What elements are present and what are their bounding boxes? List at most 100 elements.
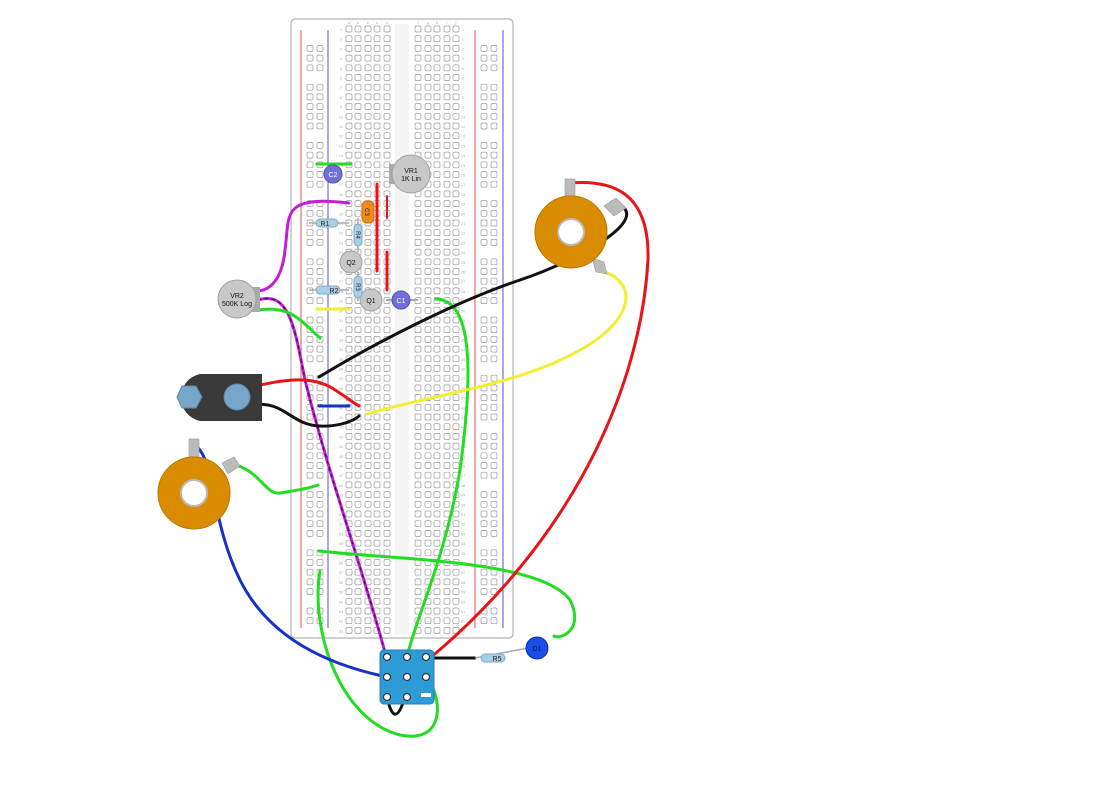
breadboard-hole — [383, 74, 391, 81]
row-number: 6 — [340, 76, 343, 81]
breadboard-hole — [383, 239, 391, 246]
breadboard-hole — [480, 578, 488, 586]
breadboard-hole — [480, 64, 488, 72]
breadboard-hole — [316, 355, 324, 363]
row-number: 24 — [339, 250, 344, 255]
breadboard-hole — [480, 559, 488, 566]
breadboard-hole — [443, 452, 451, 460]
breadboard-hole — [490, 180, 498, 188]
row-number: 34 — [339, 347, 344, 352]
breadboard-hole — [345, 142, 353, 149]
row-number: 30 — [339, 308, 344, 313]
row-number: 40 — [339, 405, 344, 410]
breadboard-hole — [414, 384, 422, 392]
breadboard-hole — [424, 462, 432, 469]
resistor-r5: R5 — [474, 647, 529, 663]
breadboard-hole — [364, 568, 372, 576]
row-number: 51 — [339, 512, 344, 517]
row-number: 5 — [462, 66, 465, 71]
breadboard-hole — [490, 171, 498, 178]
row-number: 13 — [339, 143, 344, 148]
breadboard-hole — [345, 462, 353, 469]
footswitch — [379, 649, 435, 705]
breadboard-hole — [345, 103, 353, 110]
breadboard-hole — [306, 578, 314, 586]
row-number: 57 — [339, 570, 344, 575]
breadboard-hole — [306, 617, 314, 625]
breadboard-hole — [433, 64, 441, 72]
breadboard-hole — [480, 268, 488, 275]
breadboard-hole — [433, 287, 441, 295]
breadboard-hole — [414, 549, 422, 557]
breadboard-hole — [414, 209, 422, 217]
breadboard-hole — [316, 54, 324, 62]
breadboard-hole — [424, 239, 432, 246]
breadboard-hole — [414, 306, 422, 314]
breadboard-hole — [433, 239, 441, 246]
breadboard-hole — [345, 83, 353, 91]
breadboard-hole — [306, 345, 314, 353]
led-d1: D1 — [525, 636, 549, 660]
breadboard-hole — [452, 151, 460, 159]
breadboard-hole — [364, 248, 372, 256]
breadboard-hole — [424, 219, 432, 227]
breadboard-hole — [373, 122, 381, 130]
breadboard-hole — [424, 209, 432, 217]
row-number: 23 — [461, 240, 466, 245]
breadboard-hole — [373, 471, 381, 479]
breadboard-hole — [316, 122, 324, 130]
breadboard-hole — [490, 239, 498, 246]
breadboard-hole — [373, 326, 381, 334]
breadboard-hole — [480, 345, 488, 353]
row-number: 60 — [339, 599, 344, 604]
breadboard-hole — [414, 83, 422, 91]
breadboard-hole — [480, 171, 488, 178]
breadboard-hole — [316, 491, 324, 498]
breadboard-hole — [452, 35, 460, 43]
breadboard-hole — [373, 161, 381, 169]
breadboard-hole — [452, 336, 460, 343]
breadboard-hole — [345, 500, 353, 508]
row-number: 26 — [461, 270, 466, 275]
breadboard-hole — [424, 442, 432, 450]
breadboard-hole — [306, 268, 314, 275]
breadboard-hole — [383, 539, 391, 547]
breadboard-hole — [306, 452, 314, 460]
breadboard-hole — [354, 316, 362, 324]
breadboard-hole — [433, 161, 441, 169]
breadboard-hole — [480, 452, 488, 460]
breadboard-hole — [490, 64, 498, 72]
breadboard-hole — [433, 180, 441, 188]
breadboard-hole — [306, 103, 314, 110]
row-number: 37 — [339, 376, 344, 381]
breadboard-hole — [490, 229, 498, 237]
breadboard-hole — [424, 345, 432, 353]
breadboard-hole — [383, 433, 391, 440]
breadboard-hole — [383, 306, 391, 314]
breadboard-hole — [373, 413, 381, 421]
breadboard-hole — [490, 103, 498, 110]
breadboard-hole — [433, 539, 441, 547]
breadboard-hole — [364, 394, 372, 401]
breadboard-hole — [354, 336, 362, 343]
breadboard-hole — [383, 151, 391, 159]
breadboard-hole — [414, 239, 422, 246]
breadboard-hole — [443, 462, 451, 469]
breadboard-hole — [424, 297, 432, 304]
capacitor-c3: C3 — [361, 200, 375, 224]
transistor-q2: Q2 — [339, 250, 363, 274]
breadboard-hole — [414, 112, 422, 120]
breadboard-hole — [490, 316, 498, 324]
breadboard-hole — [364, 336, 372, 343]
breadboard-hole — [490, 452, 498, 460]
breadboard-hole — [316, 316, 324, 324]
breadboard-hole — [373, 510, 381, 518]
breadboard-hole — [345, 287, 353, 295]
breadboard-hole — [433, 520, 441, 528]
breadboard-hole — [452, 54, 460, 62]
breadboard-hole — [490, 500, 498, 508]
breadboard-hole — [414, 142, 422, 149]
breadboard-hole — [452, 180, 460, 188]
row-number: 43 — [339, 434, 344, 439]
